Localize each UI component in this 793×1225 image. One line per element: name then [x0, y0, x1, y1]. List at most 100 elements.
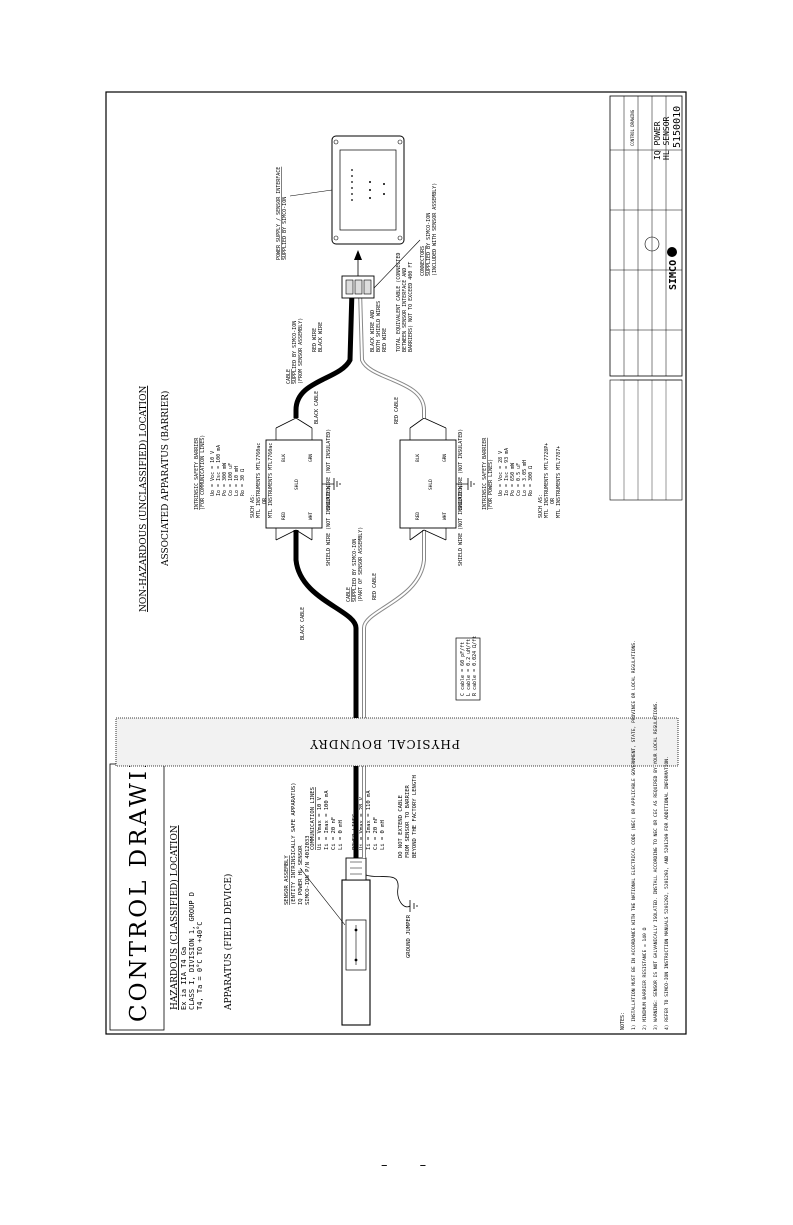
sensor-line-4: SIMCO-ION P/N 4012033 — [305, 835, 311, 905]
company-logo-mark — [667, 247, 677, 257]
comm-line-3: Ci = 20 nF — [331, 817, 337, 850]
cable-supplied-2: SUPPLIED BY SIMCO-ION — [352, 539, 358, 602]
b2-spec-8: SUCH AS: — [538, 494, 544, 518]
notes-heading: NOTES: — [620, 1012, 626, 1030]
b1-spec-5: Co = 100 uF — [228, 463, 234, 496]
doc-label: CONTROL DRAWING — [630, 109, 635, 146]
comm-line-4: Li = 0 mH — [338, 820, 344, 850]
b2-spec-5: Co = 0.5 uF — [516, 463, 522, 496]
page-footer-mark: – – — [381, 1158, 441, 1173]
b2-spec-9: MTL INSTRUMENTS MTL7728P+ — [544, 443, 550, 518]
b2-ground — [456, 478, 475, 490]
hazardous-line-1: Ex ia IIA T4 Ga — [180, 947, 188, 1010]
associated-apparatus-label: ASSOCIATED APPARATUS (BARRIER) — [160, 391, 171, 567]
note-1: 1) INSTALLATION MUST BE IN ACCORDANCE WI… — [631, 640, 637, 1030]
physical-boundary-label: PHYSICAL BOUNDRY — [309, 737, 460, 751]
note-4: 4) REFER TO SIMCO-ION INSTRUCTION MANUAL… — [664, 756, 670, 1030]
b2-term-2: WHT — [442, 512, 448, 520]
black-cable-label: BLACK CABLE — [314, 391, 320, 424]
total-note-3: BARRIERS) NOT TO EXCEED 400 FT — [408, 262, 414, 352]
drawing-title: CONTROL DRAWING — [126, 724, 152, 1022]
drawing-border — [105, 91, 687, 1035]
comm-line-2: Ii = Imax = 100 mA — [324, 790, 330, 850]
product-line-2: HL SENSOR — [662, 116, 671, 160]
b2-spec-11: MTL INSTRUMENTS MTL7787+ — [556, 446, 562, 518]
power-line-4: Li = 0 mH — [380, 820, 386, 850]
power-line-2: Ii = Imax = 110 mA — [366, 790, 372, 850]
power-supply-leader — [289, 189, 333, 197]
b1-shld: SHLD — [294, 479, 300, 490]
b2-spec-4: Po = 650 mW — [510, 462, 516, 496]
power-supply-interface — [331, 135, 405, 245]
b1-spec-9: MTL INSTRUMENTS MTL7760ac — [256, 443, 262, 518]
wire-label-2: BLACK WIRE — [318, 322, 324, 352]
nonhazardous-heading: NON-HAZARDOUS (UNCLASSIFIED) LOCATION — [138, 386, 149, 612]
ground-symbol — [409, 900, 418, 912]
sensor-line-3: IQ POWER HL SENSOR — [298, 845, 304, 905]
b1-spec-3: Io = Isc = 100 mA — [216, 445, 222, 496]
product-line-1: IQ POWER — [653, 121, 662, 160]
b1-spec-4: Po = 300 mW — [222, 462, 228, 496]
b2-spec-10: OR — [550, 497, 556, 504]
cable-spec-3: R cable = 0.024 Ω/ft — [472, 636, 478, 696]
hazardous-line-2: CLASS I, DIVISION 1, GROUP D — [188, 892, 196, 1010]
cable-spec-1: C cable = 60 pF/ft — [460, 642, 466, 696]
connectors-leader — [373, 239, 421, 289]
barrier-2 — [399, 428, 457, 540]
shield-label-1: SHIELD WIRE (NOT INSULATED) — [326, 485, 332, 566]
connectors-3: (INCLUDED WITH SENSOR ASSEMBLY) — [432, 183, 438, 276]
cable2-2: SUPPLIED BY SIMCO-ION — [292, 321, 298, 384]
b2-shld: SHLD — [428, 479, 434, 490]
cable-supplied-3: (PART OF SENSOR ASSEMBLY) — [358, 527, 364, 602]
sensor-assembly — [341, 857, 371, 1026]
b1-spec-6: Lo = 10 mH — [234, 466, 240, 496]
hazardous-heading: HAZARDOUS (CLASSIFIED) LOCATION — [169, 825, 180, 1010]
sensor-line-1: SENSOR ASSEMBLY — [284, 855, 290, 905]
power-line-3: Ci = 20 nF — [373, 817, 379, 850]
b2-term-3: BLK — [415, 454, 421, 462]
sensor-line-2: (ENTITY INTRINSICALLY SAFE APPARATUS) — [291, 782, 297, 905]
b1-spec-11: MTL INSTRUMENTS MTL7760ac — [268, 443, 274, 518]
power-supply-2: SUPPLIED BY SIMCO-ION — [282, 197, 288, 260]
b2-fan-in — [409, 529, 447, 541]
wire-label-3: BLACK WIRE AND — [370, 310, 376, 352]
cable-spec-box — [455, 637, 481, 701]
b2-spec-0: INTRINSIC SAFETY BARRIER — [482, 437, 488, 510]
b1-term-2: WHT — [308, 512, 314, 520]
cable-note-2: FROM SENSOR TO BARRIER — [405, 784, 411, 858]
connectors-2: SUPPLIED BY SIMCO-ION — [426, 213, 432, 276]
b2-spec-6: Lo = 3.05 mH — [522, 460, 528, 496]
black-cable-upper — [293, 530, 359, 629]
comm-line-1: Ui = Vmax = 10 V — [317, 796, 323, 850]
ground-jumper-label: GROUND JUMPER — [406, 914, 412, 958]
b1-spec-8: SUCH AS: — [250, 494, 256, 518]
b1-fan-in — [275, 529, 313, 541]
b1-spec-1: (FOR COMMUNICATION LINES) — [200, 435, 206, 510]
shield-label-3: SHIELD WIRE (NOT INSULATED) — [458, 485, 464, 566]
comm-line-0: COMMUNICATION LINES — [310, 787, 316, 850]
b1-spec-10: OR — [262, 497, 268, 504]
b1-term-3: BLK — [281, 454, 287, 462]
hazardous-line-3: T4, Ta = 0°C TO +40°C — [196, 921, 204, 1010]
connectors-1: CONNECTORS — [420, 246, 426, 276]
connector-arrowhead — [354, 250, 362, 260]
b1-term-1: RED — [281, 512, 287, 520]
field-device-label: APPARATUS (FIELD DEVICE) — [223, 874, 234, 1011]
b1-spec-0: INTRINSIC SAFETY BARRIER — [194, 437, 200, 510]
shield-label-4: SHIELD WIRE (NOT INSULATED) — [458, 429, 464, 510]
note-3: 3) WARNING: SENSOR IS NOT GALVANICALLY I… — [653, 701, 659, 1030]
b1-term-4: GRN — [308, 454, 314, 462]
total-note-1: TOTAL EQUIVALENT CABLE (CONNECTED — [396, 253, 402, 352]
cable-supplied-1: CABLE — [346, 587, 352, 602]
connector-block — [341, 275, 375, 299]
b2-spec-1: (FOR POWER LINES) — [488, 459, 494, 510]
title-block — [609, 95, 683, 501]
barrier-1 — [265, 428, 323, 540]
wire-label-1: RED WIRE — [312, 328, 318, 352]
cable-note-3: BEYOND THE FACTORY LENGTH — [412, 775, 418, 858]
red-cable-label: RED CABLE — [394, 397, 400, 424]
b2-term-1: RED — [415, 512, 421, 520]
cable2-3: (FROM SENSOR ASSEMBLY) — [298, 318, 304, 384]
wire-label-5: RED WIRE — [382, 328, 388, 352]
